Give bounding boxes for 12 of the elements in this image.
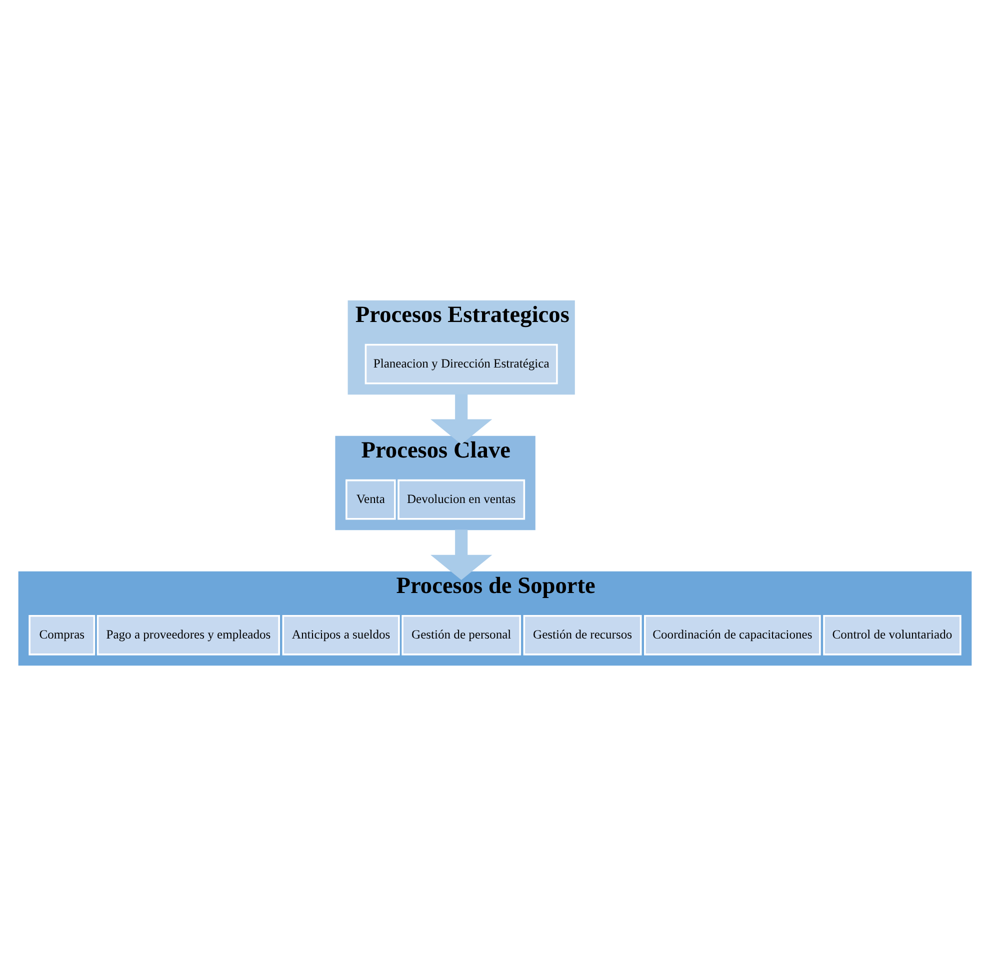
node-box: Planeacion y Dirección Estratégica <box>364 343 558 384</box>
node-box: Pago a proveedores y empleados <box>96 614 280 655</box>
arrow <box>430 529 492 580</box>
node-box: Gestión de personal <box>402 614 522 655</box>
node-box: Gestión de recursos <box>523 614 642 655</box>
node-box: Venta <box>346 478 396 520</box>
node-box: Coordinación de capacitaciones <box>644 614 821 655</box>
arrow <box>430 394 492 444</box>
node-box: Anticipos a sueldos <box>282 614 400 655</box>
node-box: Control de voluntariado <box>823 614 962 655</box>
node-box: Compras <box>28 614 96 655</box>
node-box: Devolucion en ventas <box>398 478 526 520</box>
